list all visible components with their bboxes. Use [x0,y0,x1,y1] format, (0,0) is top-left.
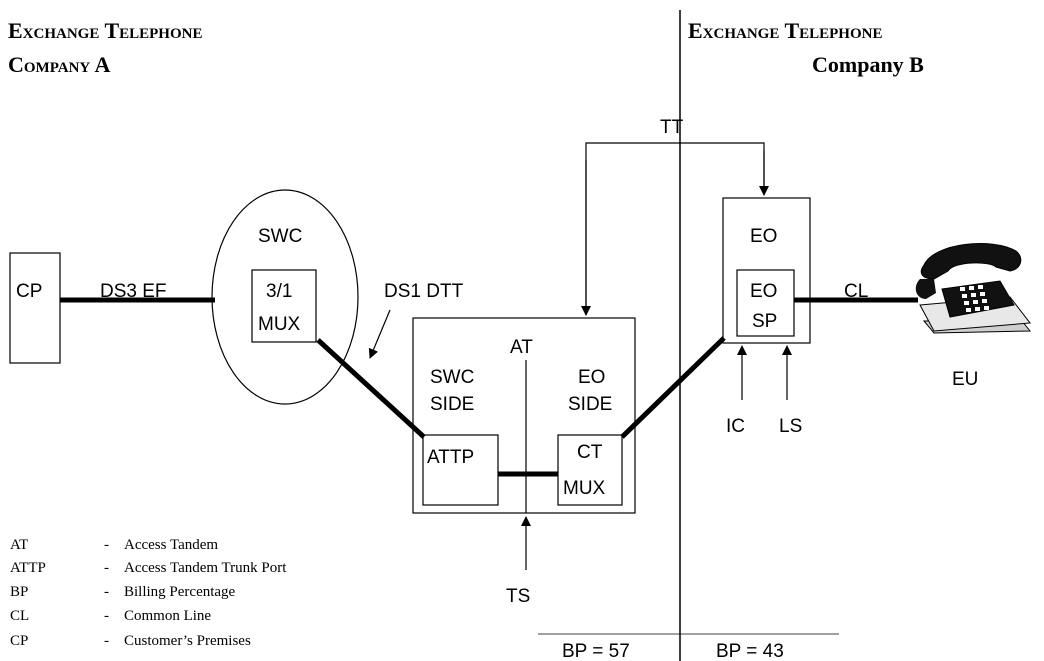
legend-def-cp: Customer’s Premises [124,633,251,649]
legend-dash: - [104,633,109,649]
mux-3-1-label: 3/1 [266,281,292,302]
ds1-dtt-link [316,338,426,439]
legend-abbr-attp: ATTP [10,560,46,576]
legend-dash: - [104,537,109,553]
at-label: AT [510,337,533,358]
legend-def-at: Access Tandem [124,537,218,553]
eo-side-label-line1: EO [578,367,605,388]
ds3-ef-label: DS3 EF [100,281,167,302]
company-b-title-line1: Exchange Telephone [688,18,882,43]
legend-abbr-bp: BP [10,584,28,600]
company-a-title-line2: Company A [8,52,111,77]
attp-box [422,434,499,506]
ctmux-eo-link [620,336,726,439]
legend-abbr-at: AT [10,537,28,553]
attp-label: ATTP [427,447,474,468]
cp-label: CP [16,281,42,302]
at-outer-box [412,317,636,514]
mux-3-1-box [251,269,317,343]
swc-side-label-line2: SIDE [430,394,474,415]
ct-mux-label: MUX [563,478,606,499]
ds1-pointer-arrow [368,309,391,359]
ts-label: TS [506,586,530,607]
legend-abbr-cp: CP [10,633,28,649]
ds1-dtt-label: DS1 DTT [384,281,464,302]
swc-side-label-line1: SWC [430,367,474,388]
company-a-title-line1: Exchange Telephone [8,18,202,43]
legend-dash: - [104,608,109,624]
ct-mux-box [557,434,623,506]
company-b-title-line2: Company B [812,52,924,77]
eu-label: EU [952,369,978,390]
legend-dash: - [104,584,109,600]
ic-label: IC [726,416,745,437]
eo-side-label-line2: SIDE [568,394,612,415]
swc-label: SWC [258,226,302,247]
legend-def-attp: Access Tandem Trunk Port [124,560,287,576]
bp-company-a: BP = 57 [562,641,630,661]
tt-label: TT [660,117,684,138]
eo-sp-label-line1: EO [750,281,777,302]
cl-label: CL [844,281,868,302]
ct-label: CT [577,442,603,463]
eo-label: EO [750,226,777,247]
eo-sp-label-line2: SP [752,311,777,332]
mux-3-1-sublabel: MUX [258,314,301,335]
telephone-icon [915,242,1032,334]
legend-def-bp: Billing Percentage [124,584,236,600]
bp-company-b: BP = 43 [716,641,784,661]
legend-def-cl: Common Line [124,608,211,624]
ls-label: LS [779,416,802,437]
legend: AT Access Tandem ATTP Access Tandem Trun… [10,537,287,649]
eo-sp-box [736,269,795,337]
eo-outer-box [722,197,811,344]
legend-abbr-cl: CL [10,608,29,624]
legend-dash: - [104,560,109,576]
cp-box [9,252,61,364]
swc-ellipse [211,189,359,405]
